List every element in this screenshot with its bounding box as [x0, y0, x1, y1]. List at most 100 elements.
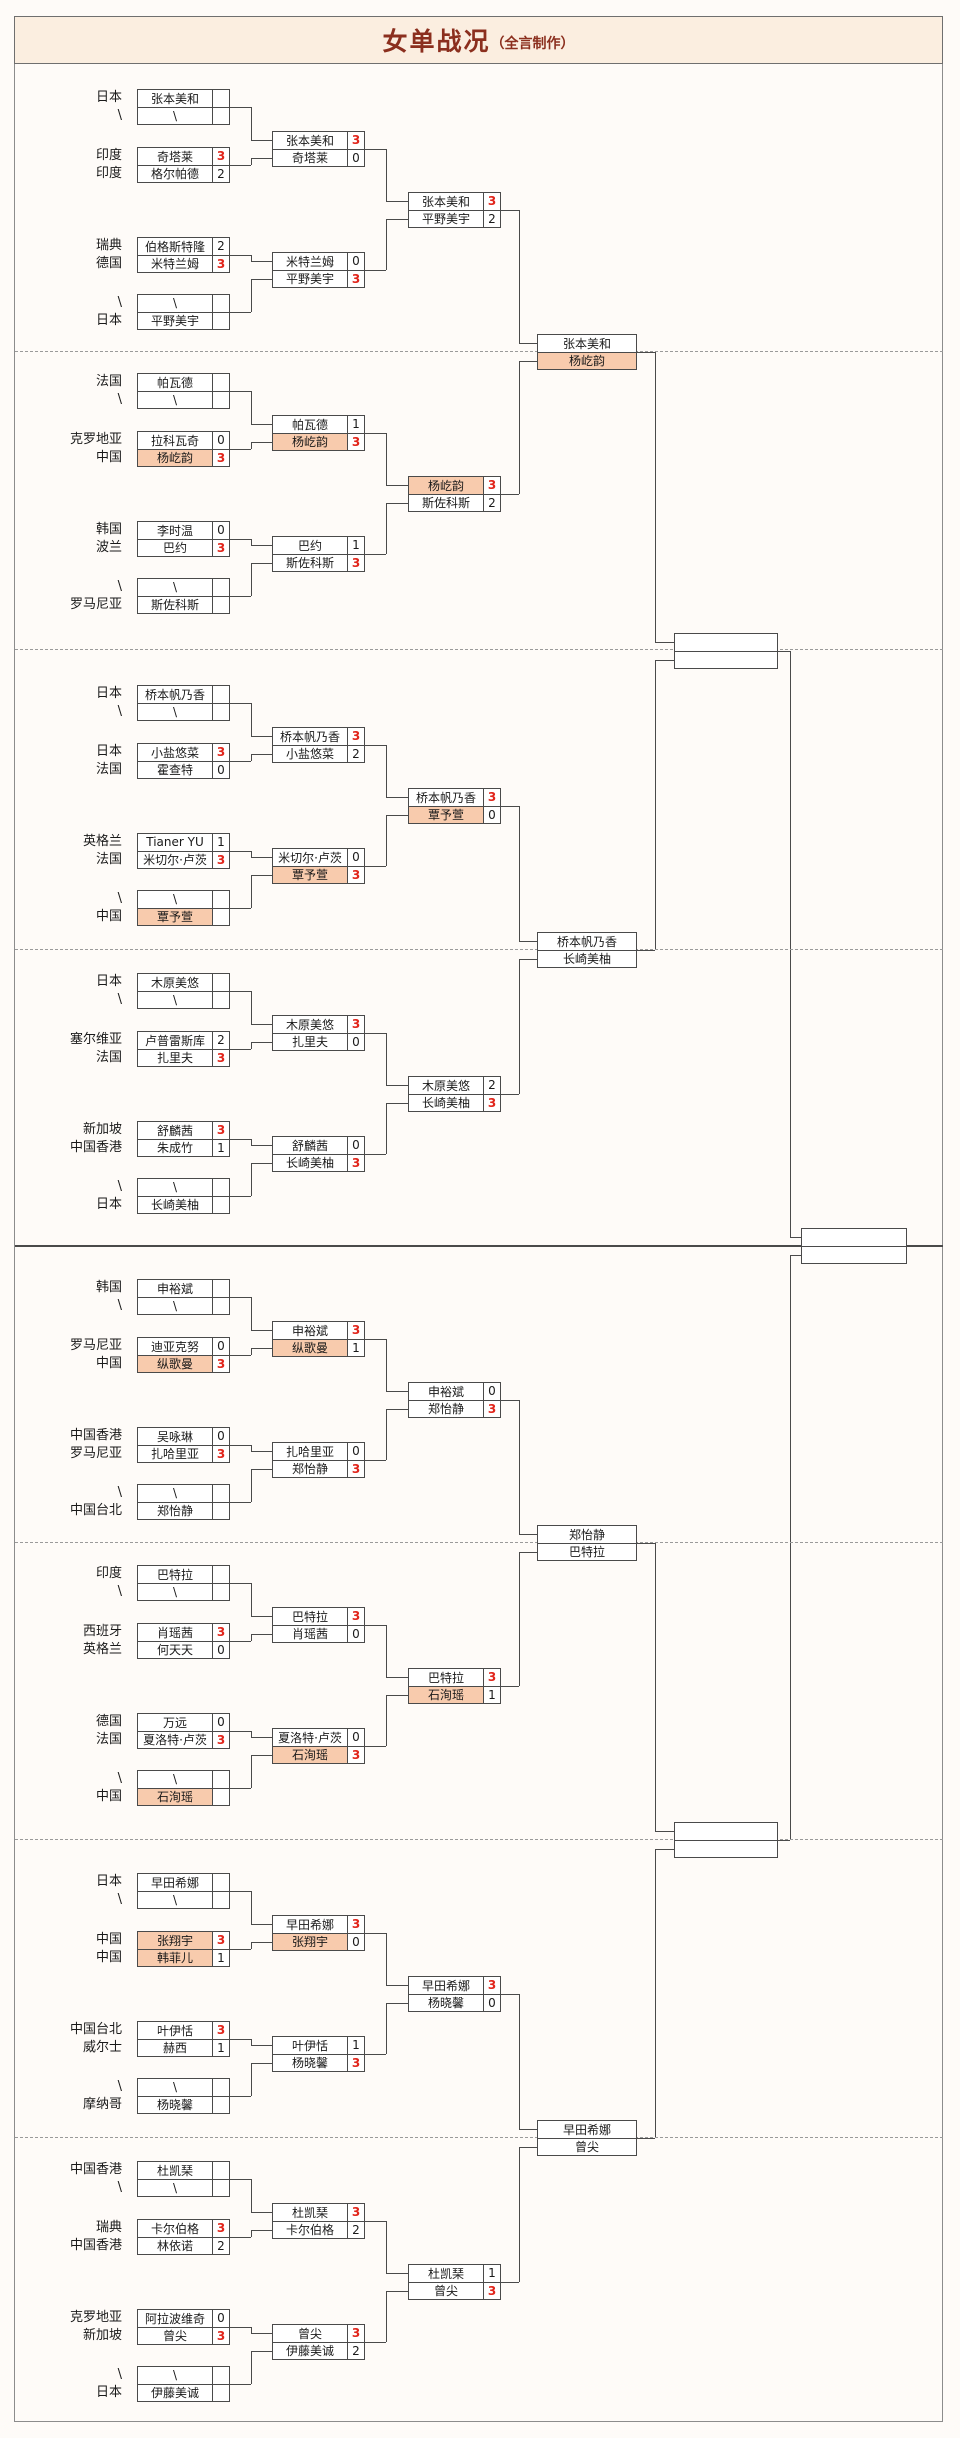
player-row: \ — [138, 1771, 229, 1788]
country-label: 日本 — [95, 313, 122, 328]
connector-line — [386, 503, 408, 504]
first-round-match: 巴特拉\ — [137, 1565, 230, 1601]
connector-line — [230, 165, 251, 166]
country-label: 中国 — [95, 1789, 122, 1804]
player-name: 曾尖 — [433, 2284, 458, 2299]
country-label: \ — [117, 392, 122, 407]
connector-line — [230, 1355, 251, 1356]
score: 0 — [212, 1641, 229, 1658]
connector-line — [251, 736, 272, 737]
connector-line — [365, 1746, 386, 1747]
player-row: 巴特拉 — [538, 1542, 636, 1561]
connector-line — [230, 851, 251, 852]
score — [212, 1874, 229, 1891]
player-row: \ — [138, 2178, 229, 2196]
score: 3 — [347, 2204, 364, 2221]
player-row: \ — [138, 702, 229, 720]
score — [212, 107, 229, 124]
score: 3 — [347, 1608, 364, 1625]
connector-line — [519, 959, 537, 960]
player-name: 早田希娜 — [562, 2122, 611, 2137]
player-name: 纵歌曼 — [138, 1355, 212, 1372]
score — [212, 974, 229, 991]
connector-line — [230, 1583, 251, 1584]
connector-line — [251, 2039, 252, 2045]
connector-line — [251, 2351, 272, 2352]
connector-line — [251, 563, 272, 564]
player-name: 纵歌曼 — [273, 1339, 347, 1356]
country-label: 日本 — [95, 1197, 122, 1212]
country-label: 日本 — [95, 686, 122, 701]
score: 3 — [212, 2327, 229, 2344]
country-label: 日本 — [95, 90, 122, 105]
connector-line — [365, 1339, 386, 1340]
player-name: 桥本帆乃香 — [415, 790, 476, 805]
score — [212, 1196, 229, 1213]
connector-line — [251, 279, 252, 312]
connector-line — [230, 107, 251, 108]
player-name: 迪亚克努 — [150, 1339, 199, 1354]
player-name: 吴咏琳 — [156, 1429, 193, 1444]
player-name: 夏洛特·卢茨 — [278, 1730, 342, 1745]
connector-line — [251, 1297, 252, 1330]
connector-line — [251, 2063, 252, 2096]
score: 3 — [212, 255, 229, 272]
connector-line — [655, 1849, 656, 2138]
score: 3 — [212, 539, 229, 556]
country-label: 中国 — [95, 1356, 122, 1371]
score: 3 — [483, 1669, 500, 1686]
score: 2 — [483, 1077, 500, 1094]
connector-line — [501, 1094, 519, 1095]
connector-line — [637, 352, 655, 353]
connector-line — [519, 1552, 537, 1553]
connector-line — [230, 449, 251, 450]
score: 3 — [212, 2220, 229, 2237]
connector-line — [386, 1625, 387, 1677]
connector-line — [230, 2237, 251, 2238]
score — [212, 2162, 229, 2179]
first-round-match: 张本美和\ — [137, 89, 230, 125]
player-name: 杨屹韵 — [138, 449, 212, 466]
connector-line — [251, 2045, 272, 2046]
connector-line — [251, 424, 272, 425]
first-round-match: 帕瓦德\ — [137, 373, 230, 409]
country-label: 西班牙 — [82, 1624, 122, 1639]
score: 0 — [347, 1443, 364, 1460]
country-label: 罗马尼亚 — [69, 1446, 122, 1461]
score: 0 — [483, 1994, 500, 2011]
connector-line — [230, 1297, 251, 1298]
player-name: 张翔宇 — [273, 1933, 347, 1950]
connector-line — [386, 1103, 387, 1154]
player-row: \ — [138, 1582, 229, 1600]
connector-line — [637, 2138, 655, 2139]
score: 1 — [212, 2039, 229, 2056]
section-divider — [15, 351, 943, 352]
connector-line — [251, 2063, 272, 2064]
score: 3 — [212, 1122, 229, 1139]
player-row: 杜凯琹 — [138, 2162, 229, 2179]
country-label: 波兰 — [95, 540, 122, 555]
player-name: 米特兰姆 — [150, 257, 199, 272]
player-name: 郑怡静 — [291, 1462, 328, 1477]
country-label: \ — [117, 1892, 122, 1907]
player-row: \ — [138, 295, 229, 312]
player-row: 郑怡静 — [138, 1501, 229, 1519]
